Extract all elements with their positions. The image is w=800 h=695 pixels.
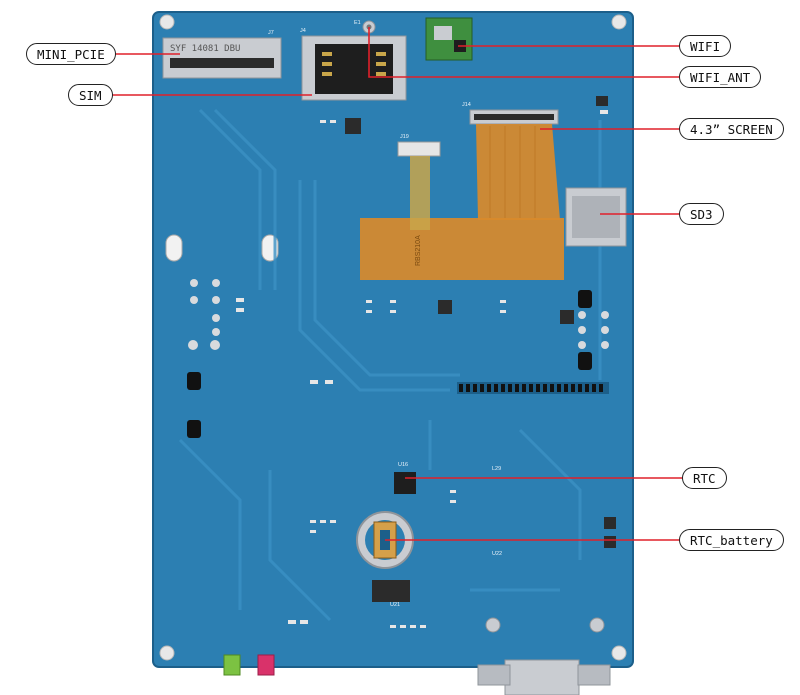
u22-label: U22 — [492, 551, 502, 557]
callout-rtc: RTC — [682, 467, 727, 489]
leader-lines — [106, 27, 683, 541]
callout-sim: SIM — [68, 84, 113, 106]
e1-label: E1 — [354, 20, 361, 26]
j19-label: J19 — [400, 134, 409, 140]
callout-sd3: SD3 — [679, 203, 724, 225]
callout-rtc-battery: RTC_battery — [679, 529, 784, 551]
callout-screen: 4.3” SCREEN — [679, 118, 784, 140]
header-pin-row — [457, 382, 609, 394]
pcb-board: U16 U22 U21 L29 SYF 14081 DBU J7 — [152, 11, 634, 695]
bottom-connectors — [223, 617, 611, 695]
mini-pcie-slot: SYF 14081 DBU J7 — [162, 30, 282, 79]
wifi-module — [425, 17, 473, 61]
pcie-slot-marking: SYF 14081 DBU — [170, 44, 240, 54]
callout-wifi-ant: WIFI_ANT — [679, 66, 762, 88]
j4-label: J4 — [300, 28, 306, 34]
sim-holder: J4 — [300, 28, 407, 101]
callout-mini-pcie: MINI_PCIE — [26, 43, 116, 65]
callout-wifi: WIFI — [679, 35, 732, 57]
u21-label: U21 — [390, 602, 400, 608]
flex-marking: RBS210A — [415, 235, 422, 266]
leader-wifi-ant — [368, 27, 682, 78]
j19-connector: J19 — [397, 134, 441, 230]
u16-label: U16 — [398, 462, 408, 468]
l29-label: L29 — [492, 466, 501, 472]
screen-fpc-connector: J14 — [462, 102, 559, 125]
j7-label: J7 — [268, 30, 274, 36]
screen-flex-cable: RBS210A — [360, 124, 564, 280]
j14-label: J14 — [462, 102, 471, 108]
sd3-card-slot — [565, 187, 627, 247]
